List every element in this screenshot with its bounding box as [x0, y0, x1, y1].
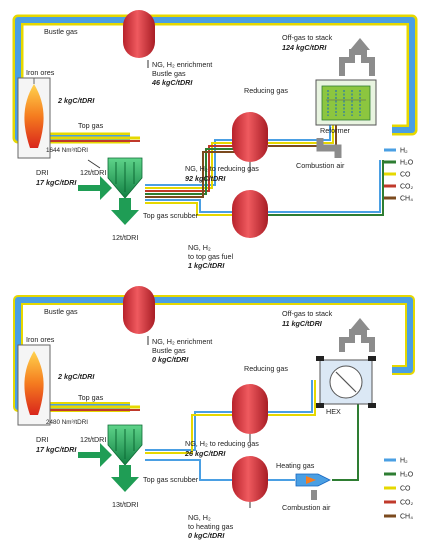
bottom-ng-enrich-label-2: Bustle gas: [152, 346, 186, 355]
top-ng-reducing-value: 92 kgC/tDRI: [185, 174, 226, 183]
legend-bottom-label-2: CO: [400, 486, 411, 493]
top-gas-pipes: [18, 40, 384, 238]
top-diagram: Bustle gas NG, H₂ enrichment Bustle gas …: [12, 10, 418, 270]
bottom-reducing-vessel: [232, 384, 268, 434]
bottom-heating-gas-label: Heating gas: [276, 461, 315, 470]
bottom-burner: [295, 473, 331, 487]
top-reformer: [315, 79, 377, 126]
bottom-ng-heat-value: 0 kgC/tDRI: [188, 531, 225, 540]
bottom-top-gas-label: Top gas: [78, 393, 104, 402]
top-dri-arrow: [78, 159, 112, 200]
top-scrubber-label: Top gas scrubber: [143, 211, 199, 220]
bottom-scrubber-label: Top gas scrubber: [143, 475, 199, 484]
top-ng-fuel-label-2: to top gas fuel: [188, 252, 234, 261]
top-ng-enrich-label-2: Bustle gas: [152, 69, 186, 78]
legend-top-label-0: H₂: [400, 148, 408, 155]
top-bustle-vessel: [123, 10, 155, 58]
bottom-off-gas-value: 11 kgC/tDRI: [282, 319, 323, 328]
bottom-ng-heat-label-1: NG, H₂: [188, 513, 211, 522]
top-combustion-air-arrow: [316, 138, 342, 158]
top-combustion-air-label: Combustion air: [296, 161, 345, 170]
bottom-bustle-gas-label: Bustle gas: [44, 307, 78, 316]
bottom-combustion-air-label: Combustion air: [282, 503, 331, 512]
legend-top: H₂ H₂O CO CO₂ CH₄: [384, 148, 414, 203]
top-reducing-vessel: [232, 112, 268, 162]
top-iron-value: 2 kgC/tDRI: [57, 96, 95, 105]
bottom-dri-arrow: [78, 443, 112, 467]
bottom-ng-enrich-label-1: NG, H₂ enrichment: [152, 337, 212, 346]
bottom-dri-label: DRI: [36, 435, 48, 444]
top-reducing-gas-label: Reducing gas: [244, 86, 288, 95]
top-ng-fuel-label-1: NG, H₂: [188, 243, 211, 252]
top-ng-reducing-label: NG, H₂ to reducing gas: [185, 164, 259, 173]
bottom-shaft-furnace: [17, 344, 51, 426]
top-iron-ores-label: Iron ores: [26, 68, 55, 77]
top-off-gas-value: 124 kgC/tDRI: [282, 43, 327, 52]
bottom-bustle-vessel: [123, 286, 155, 334]
bottom-heating-vessel: [232, 456, 268, 502]
top-dri-in-label: 12t/tDRI: [80, 168, 106, 177]
legend-top-label-4: CH₄: [400, 196, 413, 203]
top-ng-enrich-value: 46 kgC/tDRI: [151, 78, 193, 87]
legend-bottom-label-3: CO₂: [400, 500, 414, 507]
top-dri-value: 17 kgC/tDRI: [36, 178, 77, 187]
top-dri-out-label: 12t/tDRI: [112, 233, 138, 242]
legend-top-label-3: CO₂: [400, 184, 414, 191]
bottom-flow-label: 2480 Nm³/tDRI: [46, 419, 88, 426]
bottom-ng-enrich-value: 0 kgC/tDRI: [152, 355, 189, 364]
top-fuel-vessel: [232, 190, 268, 238]
top-ng-enrich-label-1: NG, H₂ enrichment: [152, 60, 212, 69]
legend-bottom: H₂ H₂O CO CO₂ CH₄: [384, 458, 414, 521]
bottom-hex: [316, 356, 376, 408]
bottom-ng-reducing-label: NG, H₂ to reducing gas: [185, 439, 259, 448]
top-dri-label: DRI: [36, 168, 48, 177]
top-stack-arrow: [339, 38, 375, 76]
bottom-ng-reducing-value: 26 kgC/tDRI: [184, 449, 226, 458]
top-flow-label: 1644 Nm³/tDRI: [46, 147, 88, 154]
bottom-scrubber: [107, 424, 143, 492]
top-bustle-gas-label: Bustle gas: [44, 27, 78, 36]
legend-top-label-1: H₂O: [400, 160, 414, 167]
bottom-reducing-gas-label: Reducing gas: [244, 364, 288, 373]
bottom-iron-value: 2 kgC/tDRI: [57, 372, 95, 381]
bottom-hex-label: HEX: [326, 407, 341, 416]
top-ng-fuel-value: 1 kgC/tDRI: [188, 261, 225, 270]
bottom-diagram: Bustle gas NG, H₂ enrichment Bustle gas …: [13, 286, 415, 540]
legend-bottom-label-4: CH₄: [400, 514, 413, 521]
bottom-stack-arrow: [339, 318, 375, 352]
top-shaft-furnace: [17, 77, 51, 159]
legend-top-label-2: CO: [400, 172, 411, 179]
legend-bottom-label-1: H₂O: [400, 472, 414, 479]
bottom-off-gas-label: Off-gas to stack: [282, 309, 333, 318]
top-top-gas-label: Top gas: [78, 121, 104, 130]
legend-bottom-label-0: H₂: [400, 458, 408, 465]
bottom-dri-value: 17 kgC/tDRI: [36, 445, 77, 454]
top-off-gas-label: Off-gas to stack: [282, 33, 333, 42]
top-scrubber: [107, 157, 143, 225]
bottom-iron-ores-label: Iron ores: [26, 335, 55, 344]
bottom-dri-in-label: 12t/tDRI: [80, 435, 106, 444]
top-reformer-label: Reformer: [320, 126, 351, 135]
bottom-ng-heat-label-2: to heating gas: [188, 522, 234, 531]
bottom-dri-out-label: 13t/tDRI: [112, 500, 138, 509]
